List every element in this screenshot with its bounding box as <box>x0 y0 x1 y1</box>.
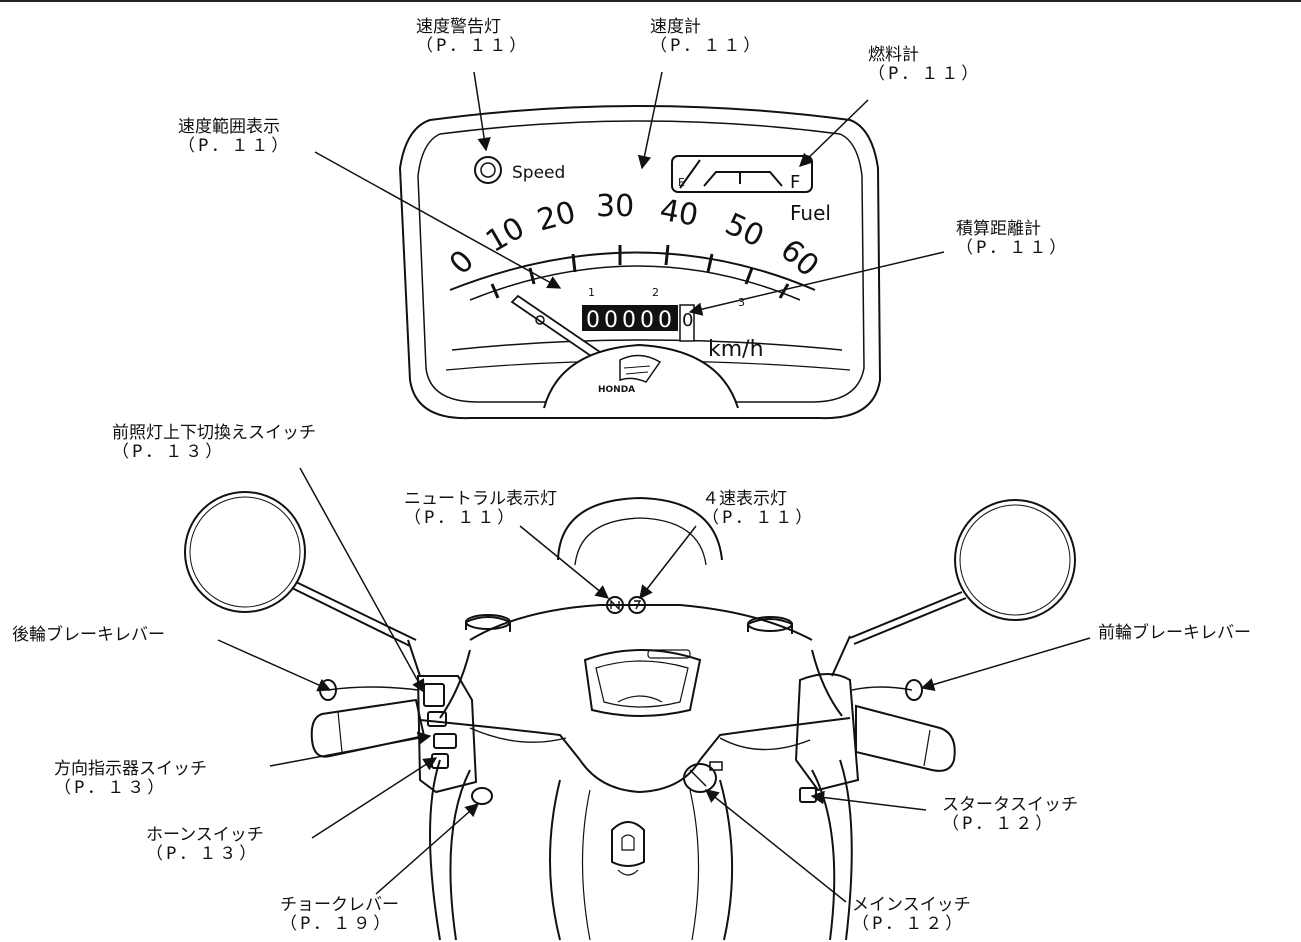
left-mirror <box>184 491 421 677</box>
label-main-switch-name: メインスイッチ <box>852 895 971 915</box>
label-speed-range-name: 速度範囲表示 <box>178 117 280 137</box>
leader-fuel-gauge <box>799 99 869 167</box>
speed-warning-lamp <box>474 156 502 184</box>
odometer-digit: 0 <box>658 308 672 333</box>
odometer-digit: 0 <box>622 308 636 333</box>
speed-unit: km/h <box>708 337 764 362</box>
label-fourth-indicator-ref: （P．１１） <box>702 508 816 528</box>
leader-neutral <box>519 525 610 599</box>
leader-speedometer <box>637 71 663 170</box>
label-horn-switch: ホーンスイッチ （P．１３） <box>146 826 264 864</box>
odometer-digit: 0 <box>604 308 618 333</box>
speed-scale-ticks <box>490 244 790 299</box>
label-rear-brake-lever-name: 後輪ブレーキレバー <box>12 625 165 645</box>
label-fourth-indicator: ４速表示灯 （P．１１） <box>702 490 815 528</box>
leader-horn <box>311 757 438 839</box>
label-rear-brake-lever: 後輪ブレーキレバー <box>12 626 165 645</box>
odometer-digit: 0 <box>586 308 600 333</box>
leader-rear-brake <box>217 639 332 692</box>
honda-logo-text: HONDA <box>598 385 635 395</box>
label-dimmer-switch-name: 前照灯上下切換えスイッチ <box>112 423 316 443</box>
label-main-switch: メインスイッチ （P．１２） <box>852 896 971 934</box>
scale-numeral: 20 <box>533 195 579 239</box>
label-odometer: 積算距離計 （P．１１） <box>956 220 1069 258</box>
label-starter-switch-ref: （P．１２） <box>942 814 1056 834</box>
main-switch-key <box>683 761 723 793</box>
label-turn-signal-switch-name: 方向指示器スイッチ <box>54 759 207 779</box>
label-dimmer-switch-ref: （P．１３） <box>112 442 226 462</box>
odometer-display <box>582 304 695 342</box>
scale-numeral: 30 <box>596 189 634 224</box>
scale-numeral: 0 <box>443 244 481 282</box>
fuel-word: Fuel <box>790 201 831 225</box>
label-dimmer-switch: 前照灯上下切換えスイッチ （P．１３） <box>112 424 316 462</box>
left-switch-housing <box>310 675 493 805</box>
label-turn-signal-switch: 方向指示器スイッチ （P．１３） <box>54 760 207 798</box>
leader-speed-range <box>314 151 562 289</box>
leader-turn-signal <box>269 731 432 767</box>
handlebar-body <box>419 496 853 941</box>
leader-dimmer <box>299 467 425 694</box>
speed-scale-numerals: 0 10 20 30 40 50 60 <box>443 189 825 284</box>
scale-numeral: 10 <box>480 210 531 259</box>
leader-front-brake <box>920 637 1091 692</box>
label-fourth-indicator-name: ４速表示灯 <box>702 489 787 509</box>
fuel-full-mark: F <box>790 172 800 193</box>
label-starter-switch-name: スタータスイッチ <box>942 795 1078 815</box>
fuel-gauge-window <box>671 155 813 193</box>
label-fuel-gauge: 燃料計 （P．１１） <box>868 46 981 84</box>
label-odometer-ref: （P．１１） <box>956 238 1070 258</box>
label-choke-lever-ref: （P．１９） <box>280 914 394 934</box>
label-choke-lever-name: チョークレバー <box>280 895 399 915</box>
label-neutral-indicator: ニュートラル表示灯 （P．１１） <box>404 490 557 528</box>
speed-word: Speed <box>512 163 565 183</box>
label-speedometer-name: 速度計 <box>650 17 701 37</box>
label-speed-warning-ref: （P．１１） <box>416 36 530 56</box>
label-fuel-gauge-ref: （P．１１） <box>868 64 982 84</box>
leader-starter <box>810 790 927 811</box>
label-odometer-name: 積算距離計 <box>956 219 1041 239</box>
odometer-digit-last: 0 <box>682 310 693 331</box>
leader-odometer <box>688 251 945 316</box>
honda-hub <box>543 343 739 409</box>
label-speedometer: 速度計 （P．１１） <box>650 18 763 56</box>
label-fuel-gauge-name: 燃料計 <box>868 45 919 65</box>
label-speedometer-ref: （P．１１） <box>650 36 764 56</box>
label-speed-warning-name: 速度警告灯 <box>416 17 501 37</box>
label-choke-lever: チョークレバー （P．１９） <box>280 896 399 934</box>
speedometer-housing <box>398 105 882 420</box>
label-speed-range-ref: （P．１１） <box>178 136 292 156</box>
right-switch-housing <box>794 673 956 803</box>
speed-range-marks: 1 2 3 <box>588 286 745 309</box>
indicator-lamps <box>606 596 646 614</box>
range-mark: 2 <box>652 286 659 299</box>
odometer-digits: 0 0 0 0 0 0 <box>586 308 693 333</box>
leader-main-switch <box>704 789 847 903</box>
range-mark: 3 <box>738 296 745 309</box>
label-horn-switch-ref: （P．１３） <box>146 844 260 864</box>
label-speed-warning: 速度警告灯 （P．１１） <box>416 18 529 56</box>
top-border <box>0 0 1301 2</box>
range-mark: 1 <box>588 286 595 299</box>
label-turn-signal-switch-ref: （P．１３） <box>54 778 168 798</box>
label-neutral-indicator-ref: （P．１１） <box>404 508 518 528</box>
fuel-empty-mark: E <box>678 176 685 189</box>
label-front-brake-lever: 前輪ブレーキレバー <box>1098 624 1251 643</box>
label-main-switch-ref: （P．１２） <box>852 914 966 934</box>
scale-numeral: 50 <box>720 207 769 255</box>
leader-lines <box>217 71 1091 903</box>
label-neutral-indicator-name: ニュートラル表示灯 <box>404 489 557 509</box>
right-mirror <box>831 499 1076 677</box>
label-starter-switch: スタータスイッチ （P．１２） <box>942 796 1078 834</box>
leader-fourth <box>639 525 697 600</box>
leader-choke <box>375 803 480 895</box>
scale-numeral: 40 <box>657 193 701 234</box>
label-horn-switch-name: ホーンスイッチ <box>146 825 264 845</box>
label-speed-range: 速度範囲表示 （P．１１） <box>178 118 291 156</box>
leader-speed-warning <box>473 71 491 152</box>
odometer-digit: 0 <box>640 308 654 333</box>
label-front-brake-lever-name: 前輪ブレーキレバー <box>1098 623 1251 643</box>
